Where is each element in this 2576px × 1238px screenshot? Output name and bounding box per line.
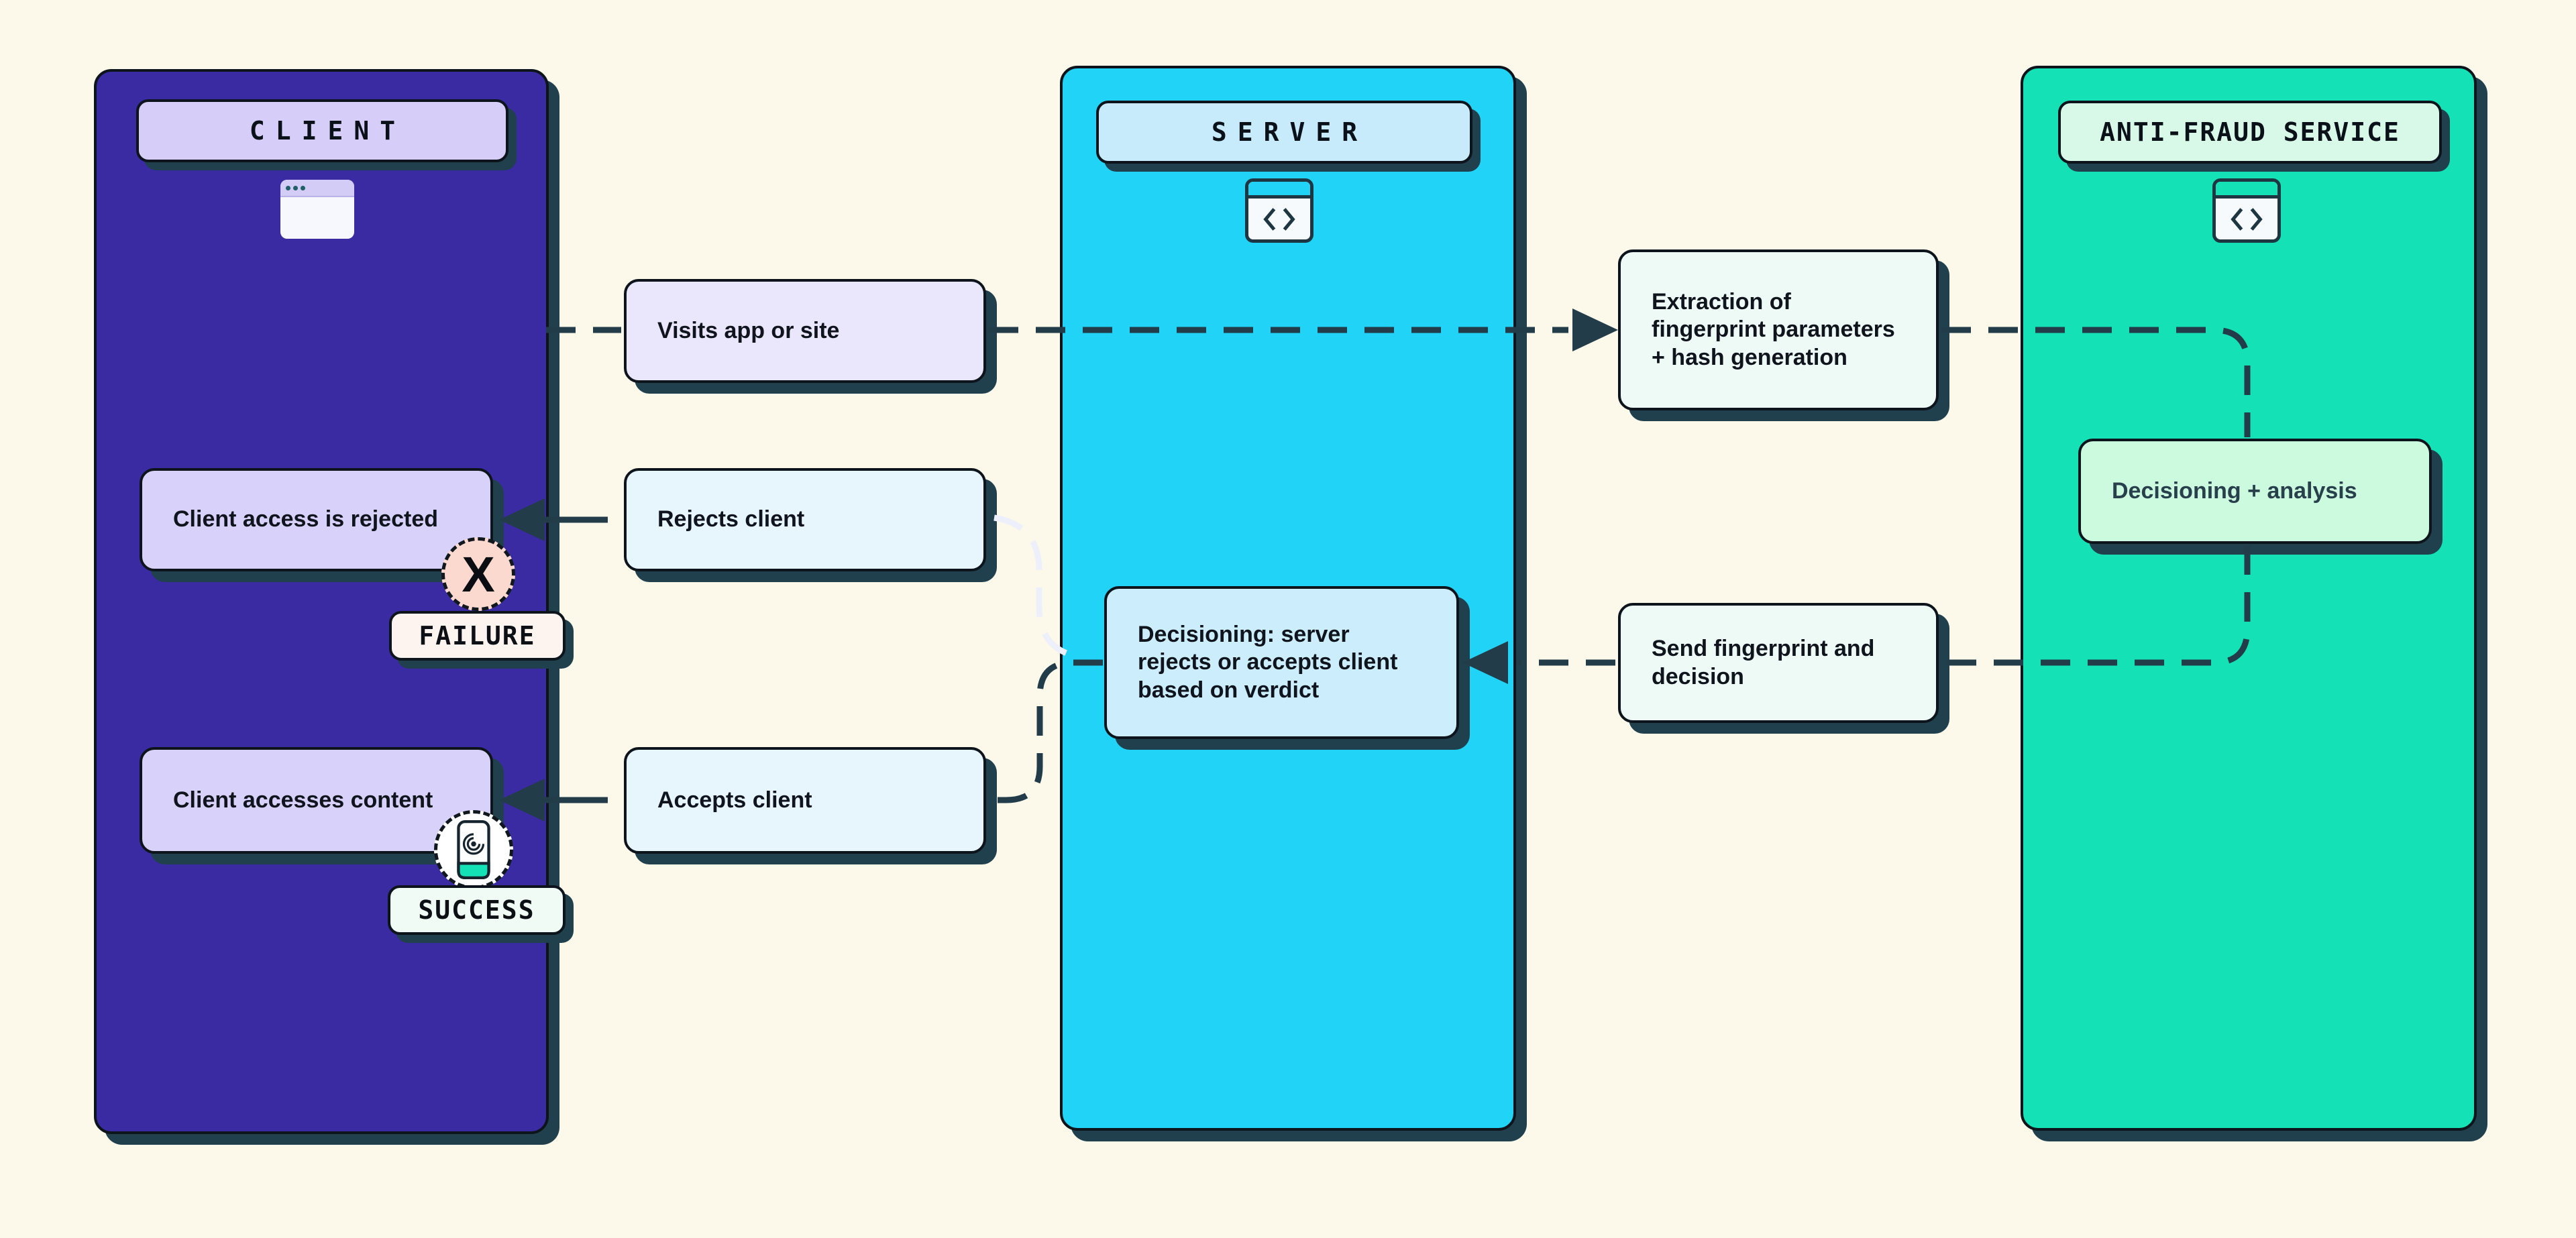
browser-titlebar [280, 180, 354, 197]
lane-title-server: SERVER [1096, 101, 1472, 164]
failure-badge: FAILURE [389, 611, 566, 661]
step-visits-app-or-site: Visits app or site [624, 279, 986, 383]
lane-title-client: CLIENT [136, 99, 508, 162]
code-window-titlebar [1248, 182, 1310, 199]
browser-dot [293, 185, 298, 190]
lane-title-anti-fraud-service: ANTI-FRAUD SERVICE [2058, 101, 2442, 164]
browser-dot [286, 185, 290, 190]
step-extraction-fingerprint: Extraction of fingerprint parameters + h… [1618, 249, 1939, 410]
step-decisioning-analysis: Decisioning + analysis [2078, 439, 2432, 544]
arrowhead-into-extraction [1572, 308, 1618, 351]
code-window-icon [1245, 178, 1313, 243]
step-send-fingerprint-decision: Send fingerprint and decision [1618, 603, 1939, 723]
success-badge: SUCCESS [388, 885, 566, 935]
code-window-titlebar [2216, 182, 2277, 199]
step-decisioning-server: Decisioning: server rejects or accepts c… [1104, 586, 1459, 739]
browser-dot [301, 185, 305, 190]
code-brackets-icon [2216, 199, 2277, 239]
code-brackets-icon [1248, 199, 1310, 239]
step-client-accesses-content: Client accesses content [140, 747, 493, 854]
fingerprint-icon [434, 810, 513, 889]
step-accepts-client: Accepts client [624, 747, 986, 854]
browser-window-icon [280, 180, 354, 239]
code-window-icon [2212, 178, 2281, 243]
step-client-access-rejected: Client access is rejected [140, 468, 493, 571]
x-mark-icon: X [441, 537, 515, 611]
step-rejects-client: Rejects client [624, 468, 986, 571]
